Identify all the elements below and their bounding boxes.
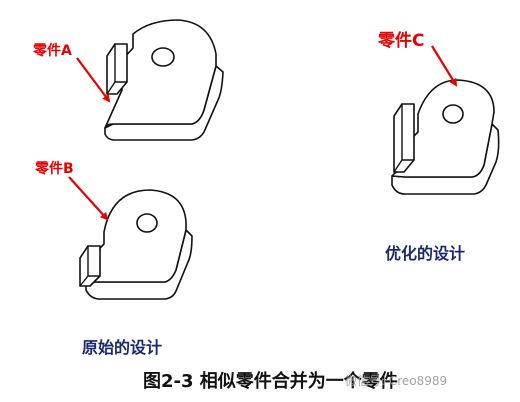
- part-b-drawing: [79, 189, 193, 300]
- part-a-drawing: [104, 19, 224, 141]
- part-a-top-face: [104, 19, 217, 129]
- part-c-tab: [393, 103, 415, 173]
- arrow-part-b: [68, 176, 109, 221]
- part-b-tab: [79, 245, 101, 287]
- part-a-tab: [106, 43, 128, 95]
- label-original-design: 原始的设计: [82, 338, 163, 357]
- label-part-a: 零件A: [33, 43, 72, 59]
- figure-caption: 图2-3 相似零件合并为一个零件: [143, 371, 398, 392]
- label-part-b: 零件B: [35, 161, 74, 177]
- arrow-part-c: [431, 45, 458, 87]
- watermark: 微信号: Creo8989: [345, 374, 448, 388]
- part-c-drawing: [391, 79, 500, 195]
- part-a-hole: [151, 47, 175, 67]
- label-optimized-design: 优化的设计: [385, 244, 466, 263]
- label-part-c: 零件C: [378, 31, 425, 51]
- arrow-part-a: [76, 57, 111, 103]
- part-b-hole: [136, 213, 158, 233]
- part-b-top-face: [85, 189, 187, 283]
- part-c-hole: [442, 104, 464, 124]
